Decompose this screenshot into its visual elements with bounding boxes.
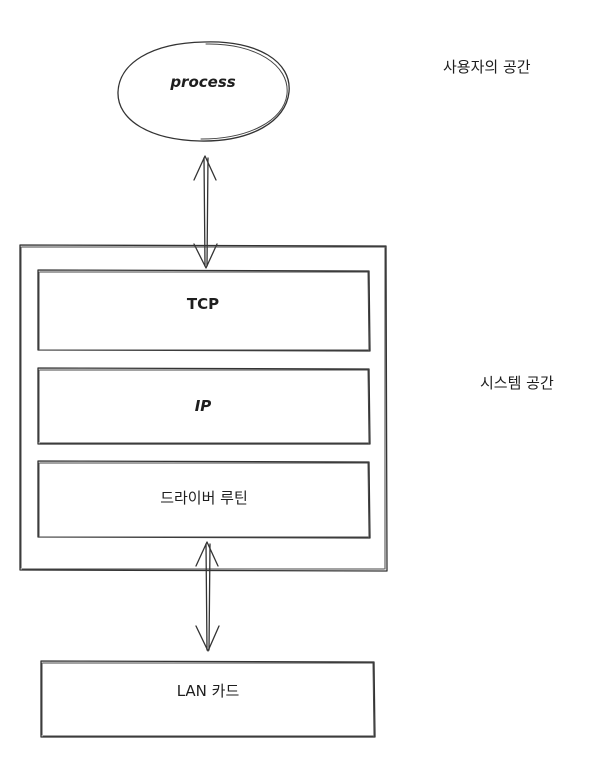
tcp-layer-box: TCP xyxy=(37,269,371,352)
system-space-label: 시스템 공간 xyxy=(480,374,554,392)
lan-card-box: LAN 카드 xyxy=(40,660,376,738)
driver-routine-label: 드라이버 루틴 xyxy=(160,489,248,507)
system-container xyxy=(19,244,388,572)
process-label: process xyxy=(169,73,235,91)
ip-layer-box: IP xyxy=(37,367,371,445)
lan-card-label: LAN 카드 xyxy=(177,682,240,700)
process-tcp-arrow xyxy=(193,155,218,269)
driver-routine-box: 드라이버 루틴 xyxy=(37,460,371,539)
process-node: process xyxy=(117,41,290,142)
user-space-label: 사용자의 공간 xyxy=(443,58,531,76)
ip-label: IP xyxy=(195,397,212,415)
tcp-label: TCP xyxy=(187,295,219,313)
driver-lan-arrow xyxy=(195,541,220,652)
